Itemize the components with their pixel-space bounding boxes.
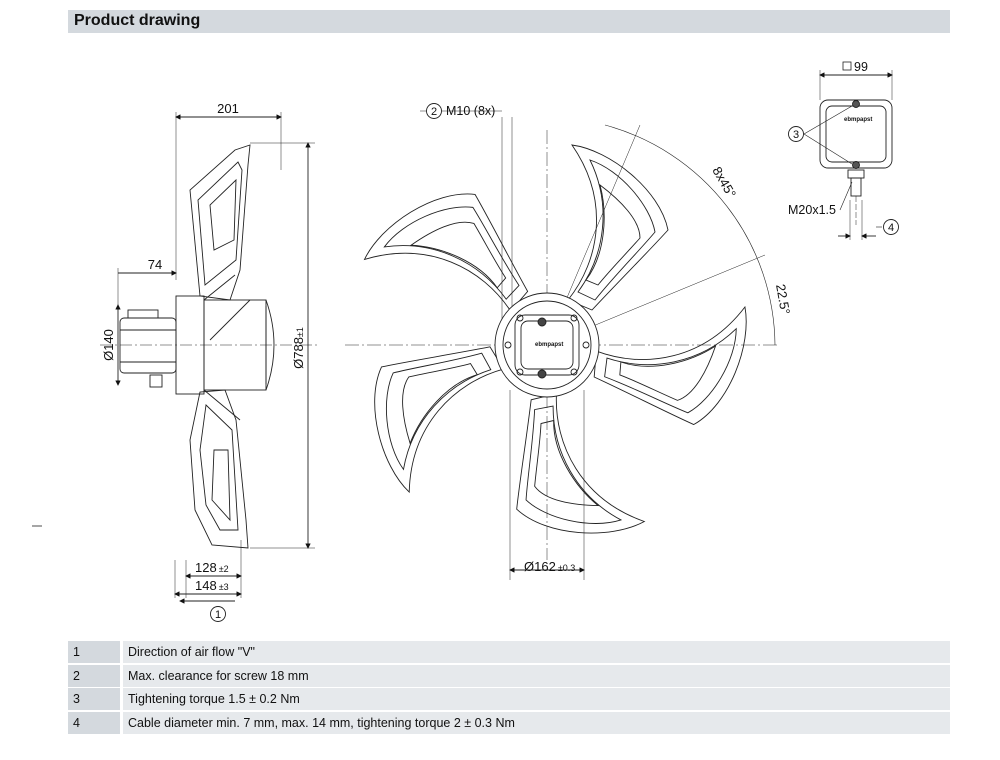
- note-text: Direction of air flow "V": [123, 641, 950, 663]
- terminal-box-size: 99: [854, 60, 868, 74]
- dim-fan-diameter: Ø788±1: [291, 327, 306, 369]
- dim-hub-depth: 74: [148, 257, 162, 272]
- notes-table: 1 Direction of air flow "V" 2 Max. clear…: [68, 641, 950, 735]
- terminal-box-logo: ebmpapst: [844, 117, 872, 123]
- note-row: 2 Max. clearance for screw 18 mm: [68, 664, 950, 687]
- dim-depth-a: 128±2: [195, 560, 229, 575]
- note-text: Cable diameter min. 7 mm, max. 14 mm, ti…: [123, 711, 950, 734]
- angle-pattern: 8x45°: [709, 164, 739, 200]
- note-number: 3: [68, 688, 120, 710]
- side-view: [100, 112, 320, 604]
- screw-label: M10 (8x): [446, 104, 495, 118]
- screw-callout: 2: [426, 103, 442, 119]
- note-number: 1: [68, 641, 120, 663]
- svg-text:4: 4: [888, 222, 894, 234]
- gland-label: M20x1.5: [788, 203, 836, 217]
- note-number: 2: [68, 664, 120, 687]
- dim-width: 201: [217, 101, 239, 116]
- hub-logo: ebmpapst: [535, 342, 563, 348]
- note-row: 4 Cable diameter min. 7 mm, max. 14 mm, …: [68, 711, 950, 734]
- section-title: Product drawing: [74, 12, 201, 29]
- svg-text:2: 2: [431, 106, 437, 118]
- airflow-callout: 1: [210, 606, 226, 622]
- note-row: 1 Direction of air flow "V": [68, 641, 950, 663]
- section-header: Product drawing: [68, 10, 950, 33]
- note-row: 3 Tightening torque 1.5 ± 0.2 Nm: [68, 688, 950, 710]
- front-view: [331, 110, 780, 580]
- torque-callout: 3: [788, 126, 804, 142]
- note-text: Max. clearance for screw 18 mm: [123, 664, 950, 687]
- svg-text:3: 3: [793, 129, 799, 141]
- product-drawing: 201 74 Ø140 Ø788±1 128±2 148±3 1: [32, 60, 899, 622]
- note-number: 4: [68, 711, 120, 734]
- terminal-box: [803, 70, 893, 240]
- svg-text:1: 1: [215, 609, 221, 621]
- note-text: Tightening torque 1.5 ± 0.2 Nm: [123, 688, 950, 710]
- bolt-circle: Ø162±0.3: [524, 559, 575, 574]
- dim-depth-b: 148±3: [195, 578, 229, 593]
- angle-offset: 22.5°: [773, 283, 793, 316]
- cable-callout: 4: [883, 219, 899, 235]
- dim-hub-diameter: Ø140: [101, 329, 116, 361]
